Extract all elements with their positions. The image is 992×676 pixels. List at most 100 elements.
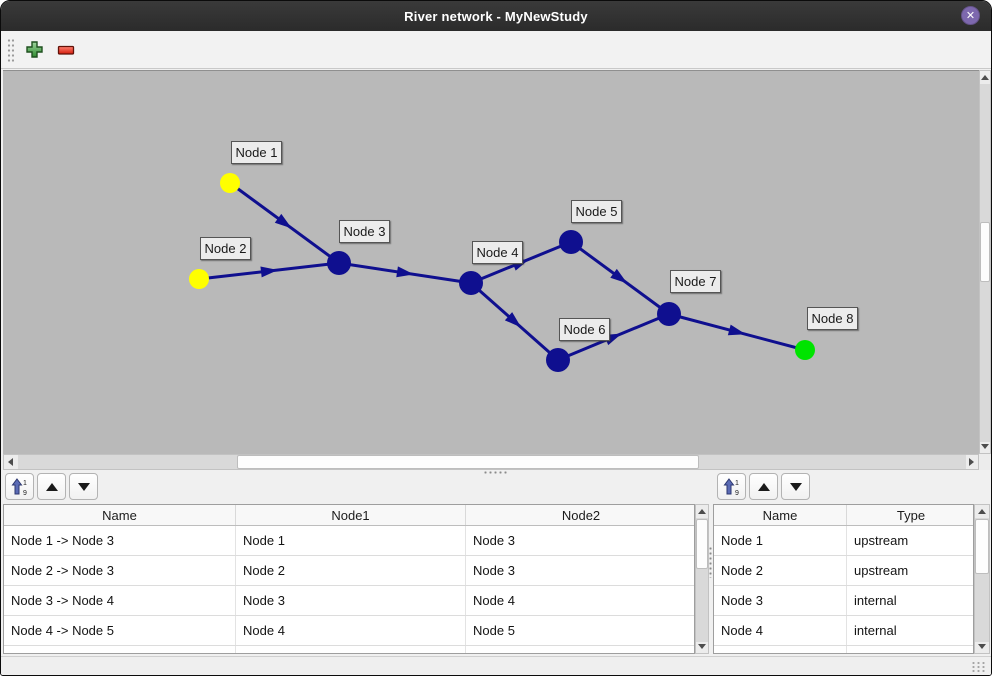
right-move-down-button[interactable] bbox=[781, 473, 810, 500]
scroll-right-icon[interactable] bbox=[969, 458, 974, 466]
table-cell: Node 2 bbox=[714, 556, 847, 585]
canvas-vertical-scrollbar[interactable] bbox=[979, 70, 991, 454]
up-arrow-icon bbox=[757, 482, 770, 491]
table-cell: Node 4 bbox=[236, 616, 466, 645]
titlebar[interactable]: River network - MyNewStudy ✕ bbox=[1, 1, 991, 31]
flow-arrow-icon bbox=[396, 266, 414, 278]
table-cell: upstream bbox=[854, 563, 909, 578]
flow-arrow-icon bbox=[504, 312, 522, 328]
table-row[interactable]: Node 3 internal bbox=[714, 586, 973, 616]
horizontal-splitter[interactable] bbox=[1, 470, 991, 475]
scrollbar-thumb[interactable] bbox=[237, 455, 699, 469]
network-node[interactable] bbox=[327, 251, 351, 275]
column-header[interactable]: Name bbox=[714, 505, 847, 525]
right-move-up-button[interactable] bbox=[749, 473, 778, 500]
column-header[interactable]: Name bbox=[4, 505, 236, 525]
table-cell bbox=[847, 646, 973, 653]
node-label[interactable]: Node 4 bbox=[472, 241, 523, 264]
window-title: River network - MyNewStudy bbox=[404, 8, 588, 24]
resize-grip-icon[interactable] bbox=[971, 661, 985, 673]
table-cell bbox=[466, 646, 694, 653]
table-cell: Node 3 bbox=[473, 533, 515, 548]
scrollbar-thumb[interactable] bbox=[696, 519, 708, 569]
scroll-down-icon[interactable] bbox=[698, 644, 706, 649]
table-cell: Node 1 bbox=[236, 526, 466, 555]
svg-text:1: 1 bbox=[735, 480, 739, 487]
node-label[interactable]: Node 1 bbox=[231, 141, 282, 164]
network-graph bbox=[189, 173, 815, 372]
node-label[interactable]: Node 3 bbox=[339, 220, 390, 243]
left-move-down-button[interactable] bbox=[69, 473, 98, 500]
table-row[interactable] bbox=[4, 646, 694, 653]
canvas-horizontal-scrollbar[interactable] bbox=[3, 454, 979, 470]
table-cell: Node 4 bbox=[473, 593, 515, 608]
scrollbar-thumb[interactable] bbox=[975, 519, 989, 574]
status-bar bbox=[1, 656, 991, 675]
left-move-up-button[interactable] bbox=[37, 473, 66, 500]
table-row[interactable]: Node 2 upstream bbox=[714, 556, 973, 586]
flow-arrow-icon bbox=[727, 324, 746, 336]
node-label[interactable]: Node 6 bbox=[559, 318, 610, 341]
network-node[interactable] bbox=[546, 348, 570, 372]
flow-arrow-icon bbox=[260, 266, 278, 278]
table-cell: internal bbox=[854, 593, 897, 608]
table-cell: Node 3 bbox=[473, 563, 515, 578]
table-row[interactable]: Node 4 internal bbox=[714, 616, 973, 646]
vertical-splitter[interactable] bbox=[708, 546, 713, 578]
node-label[interactable]: Node 5 bbox=[571, 200, 622, 223]
network-node[interactable] bbox=[657, 302, 681, 326]
minus-icon bbox=[57, 45, 75, 55]
network-node[interactable] bbox=[795, 340, 815, 360]
table-cell: Node 1 bbox=[714, 526, 847, 555]
main-toolbar bbox=[1, 31, 991, 69]
network-node[interactable] bbox=[559, 230, 583, 254]
add-button[interactable] bbox=[22, 38, 46, 62]
scroll-down-icon[interactable] bbox=[978, 644, 986, 649]
scroll-up-icon[interactable] bbox=[981, 75, 989, 80]
network-node[interactable] bbox=[220, 173, 240, 193]
nodes-table-scrollbar[interactable] bbox=[974, 504, 990, 654]
table-cell: Node 3 bbox=[236, 586, 466, 615]
column-header[interactable]: Node2 bbox=[561, 507, 601, 523]
close-button[interactable]: ✕ bbox=[961, 6, 980, 25]
table-cell bbox=[236, 646, 466, 653]
left-sort-button[interactable]: 1 9 bbox=[5, 473, 34, 500]
column-header[interactable]: Type bbox=[896, 507, 926, 523]
remove-button[interactable] bbox=[54, 38, 78, 62]
table-cell: internal bbox=[854, 623, 897, 638]
sort-ascending-icon: 1 9 bbox=[11, 477, 27, 497]
table-cell: Node 2 -> Node 3 bbox=[4, 556, 236, 585]
svg-text:9: 9 bbox=[735, 490, 739, 497]
right-sort-button[interactable]: 1 9 bbox=[717, 473, 746, 500]
node-label[interactable]: Node 8 bbox=[807, 307, 858, 330]
scroll-down-icon[interactable] bbox=[981, 444, 989, 449]
node-label[interactable]: Node 7 bbox=[670, 270, 721, 293]
table-cell: Node 4 bbox=[714, 616, 847, 645]
scroll-up-icon[interactable] bbox=[698, 509, 706, 514]
network-node[interactable] bbox=[459, 271, 483, 295]
scrollbar-thumb[interactable] bbox=[980, 222, 990, 282]
flow-arrow-icon bbox=[610, 268, 628, 284]
node-label[interactable]: Node 2 bbox=[200, 237, 251, 260]
column-header[interactable]: Node1 bbox=[236, 505, 466, 525]
network-node[interactable] bbox=[189, 269, 209, 289]
network-canvas[interactable]: Node 1 Node 2 Node 3 Node 4 Node 5 Node 6 Node… bbox=[3, 70, 979, 454]
scroll-left-icon[interactable] bbox=[8, 458, 13, 466]
plus-icon bbox=[25, 41, 43, 58]
table-row[interactable] bbox=[714, 646, 973, 653]
svg-text:9: 9 bbox=[23, 490, 27, 497]
up-arrow-icon bbox=[45, 482, 58, 491]
toolbar-drag-handle[interactable] bbox=[7, 37, 14, 62]
table-cell: Node 1 -> Node 3 bbox=[4, 526, 236, 555]
edges-table-scrollbar[interactable] bbox=[695, 504, 709, 654]
scroll-up-icon[interactable] bbox=[978, 509, 986, 514]
table-cell: Node 3 bbox=[714, 586, 847, 615]
